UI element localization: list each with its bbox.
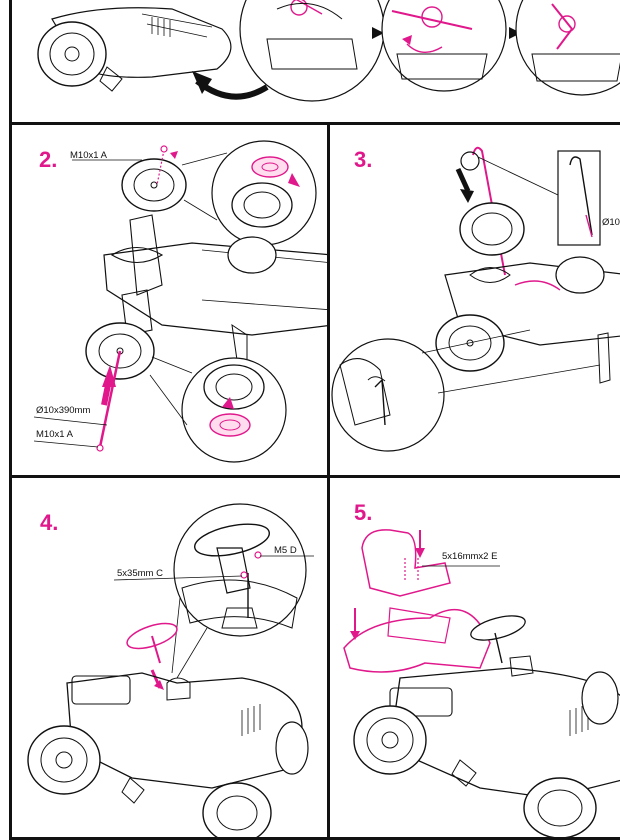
part-label-nut: M5 D <box>274 545 297 556</box>
panel-step-2: 2. M10x1 A Ø10x390mm M10x1 A <box>9 122 330 478</box>
step-number: 5. <box>354 500 373 525</box>
panel-step-4: 4. 5x35mm C M5 D <box>9 475 330 840</box>
part-label-screw: 5x35mm C <box>117 568 163 579</box>
step-number: 4. <box>40 510 59 535</box>
step-1-illustration <box>37 0 620 102</box>
part-label-bolt: M10x1 A <box>70 150 107 161</box>
step-number: 3. <box>354 147 373 172</box>
step-2-illustration <box>33 140 327 463</box>
panel-step-3: 3. Ø10 <box>327 122 620 478</box>
part-label-screw: 5x16mmx2 E <box>442 551 498 562</box>
step-3-illustration <box>331 146 620 452</box>
step-number: 2. <box>39 147 58 172</box>
step-5-illustration <box>343 529 620 837</box>
part-label-rod: Ø10 <box>602 217 620 228</box>
part-label-bolt: M10x1 A <box>36 429 73 440</box>
part-label-axle: Ø10x390mm <box>36 405 91 416</box>
panel-step-5: 5. 5x16mmx2 E <box>327 475 620 840</box>
step-4-illustration <box>27 503 314 837</box>
panel-step-1 <box>9 0 620 126</box>
